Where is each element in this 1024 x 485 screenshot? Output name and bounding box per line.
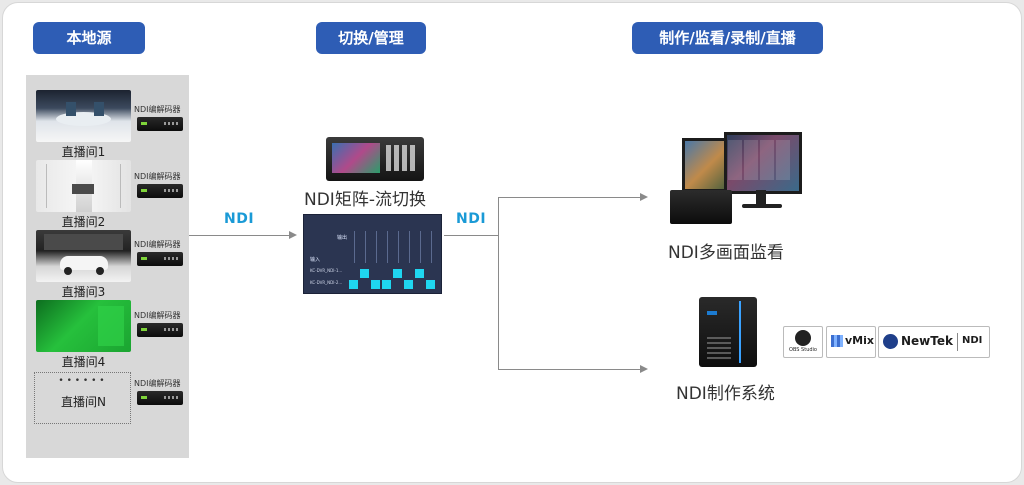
studio-image-1: [36, 90, 131, 142]
matrix-label: NDI矩阵-流切换: [304, 190, 426, 210]
matrix-ui-in-label: 输入: [310, 257, 321, 263]
decoder-label-4: NDI编解码器: [134, 311, 181, 320]
matrix-cell: [371, 280, 380, 289]
arrowhead-source-to-matrix: [289, 231, 297, 239]
matrix-cell: [426, 280, 435, 289]
matrix-cell: [415, 269, 424, 278]
matrix-hardware-device: [326, 137, 424, 181]
decoder-device-4: [137, 323, 183, 337]
arrowhead-to-monitor: [640, 193, 648, 201]
header-switch-manage: 切换/管理: [316, 22, 426, 54]
decoder-device-1: [137, 117, 183, 131]
monitor-label: NDI多画面监看: [668, 243, 784, 263]
vmix-logo: vMix: [826, 326, 876, 358]
matrix-cell: [382, 280, 391, 289]
arrow-line-vertical: [498, 197, 499, 369]
header-produce-monitor: 制作/监看/录制/直播: [632, 22, 823, 54]
studio-n-ellipsis: • • • • • •: [58, 376, 105, 386]
decoder-device-2: [137, 184, 183, 198]
matrix-ui-row-2: KC-DVR_NDI-2...: [310, 280, 343, 285]
studio-label-n: 直播间N: [61, 395, 106, 409]
arrow-line-to-production: [498, 369, 640, 370]
obs-logo: OBS Studio: [783, 326, 823, 358]
header-local-source: 本地源: [33, 22, 145, 54]
ndi-logo-text: NDI: [962, 335, 983, 346]
vmix-logo-text: vMix: [845, 334, 874, 347]
studio-image-2: [36, 160, 131, 212]
matrix-cell: [349, 280, 358, 289]
studio-label-3: 直播间3: [61, 285, 106, 299]
studio-label-4: 直播间4: [61, 355, 106, 369]
obs-logo-text: OBS Studio: [789, 347, 817, 353]
arrowhead-to-production: [640, 365, 648, 373]
monitor-illustration: [666, 132, 802, 226]
decoder-label-1: NDI编解码器: [134, 105, 181, 114]
studio-image-3: [36, 230, 131, 282]
ndi-tag-source: NDI: [224, 211, 255, 227]
newtek-logo-text: NewTek: [901, 334, 953, 348]
matrix-cell: [404, 280, 413, 289]
decoder-device-n: [137, 391, 183, 405]
decoder-label-n: NDI编解码器: [134, 379, 181, 388]
matrix-cell: [393, 269, 402, 278]
arrow-line-source-to-matrix: [189, 235, 289, 236]
studio-n-box: [34, 372, 131, 424]
matrix-ui-row-1: KC-DVR_NDI-1...: [310, 268, 343, 273]
decoder-device-3: [137, 252, 183, 266]
arrow-line-to-monitor: [498, 197, 640, 198]
matrix-ui-columns: [354, 231, 434, 263]
matrix-ui-out-label: 输出: [337, 235, 348, 241]
ndi-tag-output: NDI: [456, 211, 487, 227]
newtek-ndi-logo: NewTek NDI: [878, 326, 990, 358]
matrix-cell: [360, 269, 369, 278]
matrix-ui-screen: 输出 输入 KC-DVR_NDI-1... KC-DVR_NDI-2...: [303, 214, 442, 294]
arrow-line-matrix-out: [444, 235, 498, 236]
studio-image-4: [36, 300, 131, 352]
decoder-label-2: NDI编解码器: [134, 172, 181, 181]
studio-label-2: 直播间2: [61, 215, 106, 229]
studio-label-1: 直播间1: [61, 145, 106, 159]
production-label: NDI制作系统: [676, 384, 775, 404]
decoder-label-3: NDI编解码器: [134, 240, 181, 249]
production-illustration: [699, 297, 757, 367]
